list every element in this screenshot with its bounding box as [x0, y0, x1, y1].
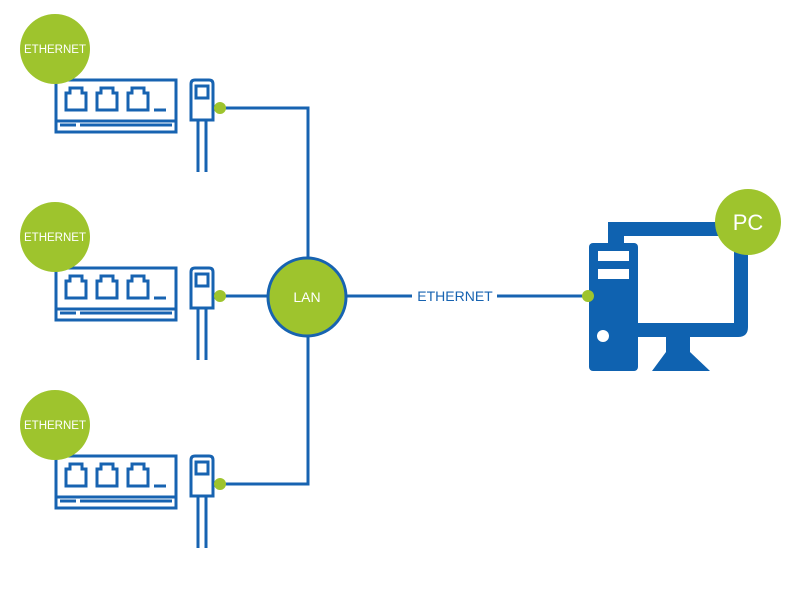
- ethernet-badge-circle: [20, 14, 90, 84]
- rj45-plug-icon: [189, 78, 215, 122]
- lan-hub-label: LAN: [293, 289, 320, 305]
- ethernet-badge-label: ETHERNET: [24, 420, 86, 432]
- ethernet-device-2: ETHERNET: [20, 202, 226, 360]
- ethernet-badge-circle: [20, 202, 90, 272]
- rj45-plug-icon: [189, 266, 215, 310]
- connector-dot: [214, 290, 226, 302]
- lan-hub: LAN: [266, 256, 348, 338]
- connector-dot: [582, 290, 594, 302]
- ethernet-switch-icon: [54, 266, 215, 360]
- line-device-1-to-hub: [220, 106, 310, 258]
- ethernet-badge-label: ETHERNET: [24, 232, 86, 244]
- pc: PC: [582, 189, 781, 371]
- desktop-computer-icon: [589, 222, 748, 371]
- line-device-3-to-hub: [220, 336, 310, 486]
- tower-icon: [589, 243, 638, 371]
- lan-hub-circle: [266, 256, 348, 338]
- pc-badge-label: PC: [733, 210, 764, 235]
- ethernet-device-3: ETHERNET: [20, 390, 226, 548]
- rj45-plug-icon: [189, 454, 215, 498]
- ethernet-badge-circle: [20, 390, 90, 460]
- ethernet-device-1: ETHERNET: [20, 14, 226, 172]
- connector-dot: [214, 478, 226, 490]
- ethernet-link-label: ETHERNET: [417, 288, 493, 304]
- connection-lines: [220, 106, 588, 486]
- ethernet-switch-icon: [54, 454, 215, 548]
- ethernet-switch-icon: [54, 78, 215, 172]
- ethernet-badge-label: ETHERNET: [24, 44, 86, 56]
- connector-dot: [214, 102, 226, 114]
- pc-badge-circle: [715, 189, 781, 255]
